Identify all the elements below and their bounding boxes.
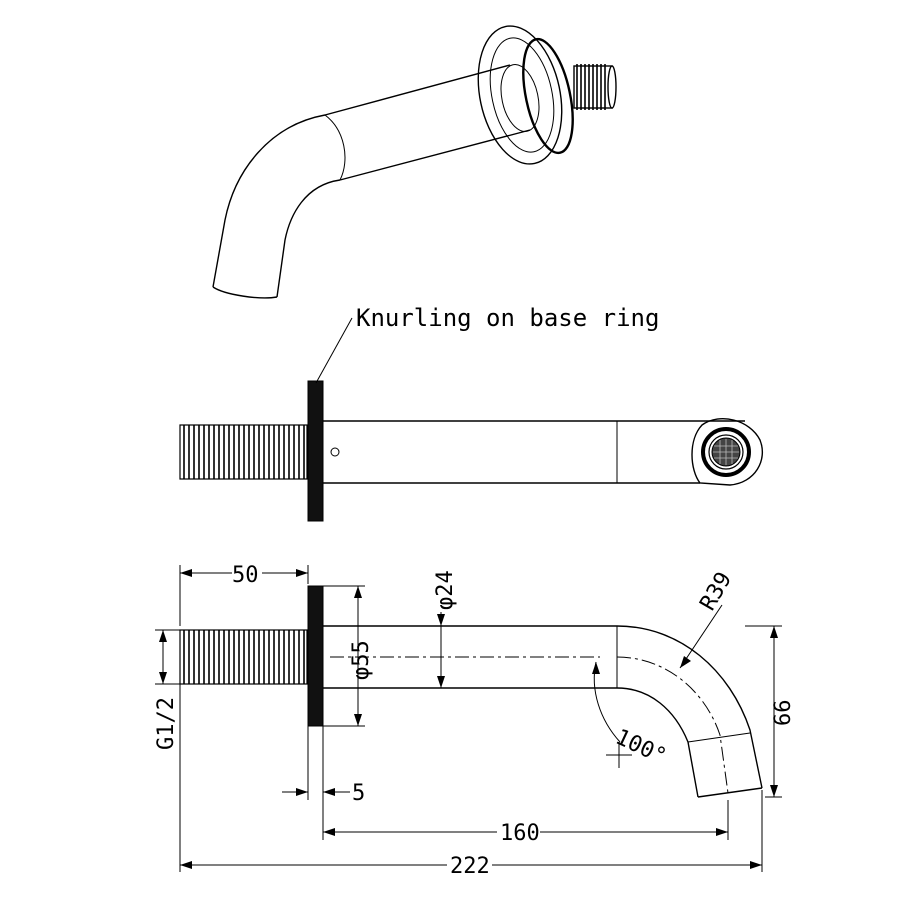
iso-flange-outer [477, 25, 563, 165]
iso-thread [573, 64, 617, 110]
side-bend-center [616, 656, 729, 794]
top-base-ring [307, 380, 324, 522]
dim-spout-diameter: φ24 [433, 570, 458, 610]
dim-drop-height: 66 [771, 700, 796, 727]
top-grub-screw [330, 447, 340, 457]
side-base-ring [307, 585, 324, 727]
iso-flange-inner [489, 37, 555, 153]
iso-spout-top [324, 64, 511, 116]
dim-bend-radius: R39 [696, 568, 738, 615]
side-bend-outer [616, 625, 763, 789]
iso-bend-outer [212, 114, 326, 288]
dim-overall-length: 222 [450, 854, 490, 879]
top-view: Knurling on base ring [179, 304, 764, 522]
iso-flange-rim [522, 37, 574, 155]
side-view: 50 φ55 φ24 R39 100° 66 [154, 563, 796, 879]
dim-bend-angle: 100° [611, 725, 670, 770]
side-outlet-seam [687, 732, 751, 743]
side-bend-inner [616, 687, 699, 798]
side-outlet-end [697, 787, 763, 798]
iso-bend-seam [324, 114, 346, 181]
dim-thread-length: 50 [232, 563, 259, 588]
top-aerator [691, 417, 764, 486]
dim-base-diameter: φ55 [349, 640, 374, 680]
knurling-note: Knurling on base ring [356, 304, 659, 332]
dim-base-thickness: 5 [352, 781, 365, 806]
iso-outlet [212, 286, 278, 299]
dim-thread-size: G1/2 [154, 697, 179, 750]
iso-spout-end [500, 64, 540, 132]
iso-bend-inner [276, 179, 341, 298]
knurling-leader [315, 317, 353, 384]
iso-spout-bottom [339, 129, 531, 181]
side-thread [179, 629, 308, 685]
dim-spout-projection: 160 [500, 821, 540, 846]
isometric-view [212, 25, 617, 299]
top-thread [179, 424, 308, 480]
